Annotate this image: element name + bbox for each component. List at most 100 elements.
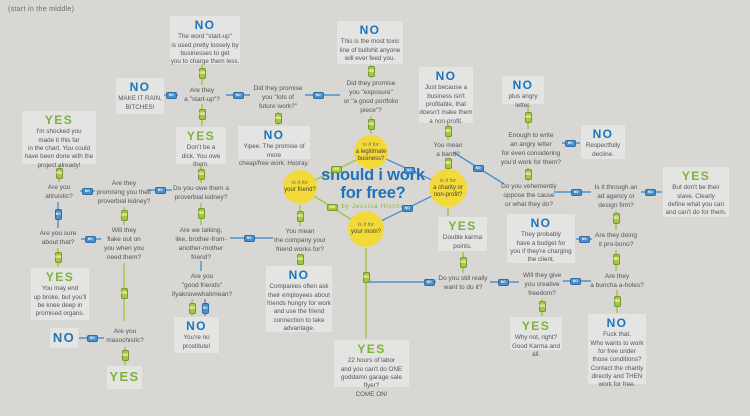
yes-badge: YES: [444, 157, 452, 169]
no-badge: NO: [81, 187, 93, 195]
answer-body: But don't be their slave. Clearly define…: [665, 184, 727, 217]
circle-label: your friend?: [284, 187, 316, 194]
yes-badge: YES: [367, 118, 375, 130]
answer-body: Companies often ask their employees abou…: [266, 283, 332, 332]
no-badge: NO: [154, 186, 166, 194]
answer-body: Respectfully decline.: [585, 142, 621, 158]
no-badge: NO: [312, 91, 324, 99]
yes-badge: YES: [198, 108, 206, 120]
answer-heading: YES: [186, 129, 216, 143]
answer-heading: NO: [530, 216, 552, 230]
no-badge: NO: [497, 278, 509, 286]
no-badge: NO: [570, 188, 582, 196]
chart-byline: by Jessica Hische: [341, 204, 405, 210]
answer-body: Double karma points.: [442, 234, 483, 250]
question-still-want: Do you still really want to do it?: [438, 275, 488, 291]
yes-badge: YES: [444, 125, 452, 137]
answer-heading: YES: [521, 319, 551, 333]
no-badge: NO: [201, 302, 209, 314]
circle-label: a legitimate business?: [355, 148, 387, 162]
answer-box-no-standalone: NO: [50, 328, 78, 348]
no-badge: NO: [403, 166, 415, 174]
no-badge: NO: [165, 91, 177, 99]
answer-heading: NO: [129, 80, 151, 94]
yes-badge: YES: [524, 168, 532, 180]
yes-badge: YES: [367, 65, 375, 77]
no-badge: NO: [86, 334, 98, 342]
yes-badge: YES: [121, 349, 129, 361]
start-note: (start in the middle): [8, 6, 75, 13]
no-badge: NO: [423, 278, 435, 286]
yes-badge: YES: [538, 300, 546, 312]
answer-body: You may end up broke, but you'll be knee…: [33, 285, 87, 318]
no-badge: NO: [232, 91, 244, 99]
no-badge: NO: [644, 188, 656, 196]
circle-prefix: is it for: [291, 180, 309, 187]
answer-body: I'm shocked you made it this far in the …: [24, 128, 94, 169]
yes-badge: YES: [197, 207, 205, 219]
no-badge: NO: [472, 164, 484, 172]
answer-heading: YES: [681, 169, 711, 183]
yes-badge: YES: [274, 112, 282, 124]
answer-body: Fuck that. Who wants to work for free un…: [590, 331, 644, 389]
answer-box-yes-standalone: YES: [107, 366, 142, 389]
no-badge: NO: [54, 208, 62, 220]
question-oppose-cause: Do you vehemently oppose the cause or wh…: [501, 183, 557, 208]
question-creative-freedom: Will they give you creative freedom?: [522, 272, 562, 297]
answer-heading: NO: [435, 69, 457, 83]
yes-badge: YES: [296, 253, 304, 265]
yes-badge: YES: [459, 256, 467, 268]
no-badge: NO: [569, 277, 581, 285]
question-brother-mother: Are we talking, like, brother-from- anot…: [175, 227, 227, 261]
question-masochistic: Are you masochistic?: [106, 328, 144, 344]
yes-badge: YES: [612, 253, 620, 265]
question-owe-kidney: Do you owe them a proverbial kidney?: [172, 185, 229, 201]
yes-badge: YES: [296, 210, 304, 222]
question-band: You mean a band?: [433, 142, 463, 158]
answer-body: 22 hours of labor and you can't do ONE g…: [340, 357, 403, 398]
question-angry-letter-enough: Enough to write an angry letter for even…: [500, 132, 562, 166]
answer-body: They probably have a budget for you if t…: [510, 231, 572, 264]
yes-badge: YES: [120, 287, 128, 299]
no-badge: NO: [401, 204, 413, 212]
answer-heading: NO: [194, 18, 216, 32]
yes-badge: YES: [326, 203, 338, 211]
question-ad-agency: Is it through an ad agency or design fir…: [594, 184, 638, 209]
answer-heading: NO: [592, 127, 614, 141]
answer-heading: NO: [606, 316, 628, 330]
answer-body: Yipee. The promise of more cheap/free wo…: [239, 143, 309, 167]
question-flake-out: Will they flake out on you when you need…: [103, 227, 145, 261]
yes-badge: YES: [188, 302, 196, 314]
yes-badge: YES: [120, 209, 128, 221]
yes-badge: YES: [330, 165, 342, 173]
yes-badge: YES: [197, 168, 205, 180]
chart-title: should i work for free?: [321, 166, 425, 202]
circle-prefix: is it for: [439, 177, 457, 184]
question-startup: Are they a "start-up"?: [184, 87, 220, 103]
question-company-friend: You mean the company your friend works f…: [274, 228, 326, 253]
no-badge: NO: [564, 139, 576, 147]
yes-badge: YES: [524, 111, 532, 123]
answer-heading: YES: [357, 342, 386, 356]
answer-body: The word "start-up" is used pretty loose…: [170, 33, 240, 66]
answer-heading: NO: [288, 268, 310, 282]
question-sure-about-that: Are you sure about that?: [39, 230, 77, 246]
yes-badge: YES: [612, 212, 620, 224]
answer-body: Just because a business isn't profitable…: [419, 84, 473, 125]
question-a-holes: Are they a buncha a-holes?: [590, 273, 644, 289]
yes-badge: YES: [613, 295, 621, 307]
